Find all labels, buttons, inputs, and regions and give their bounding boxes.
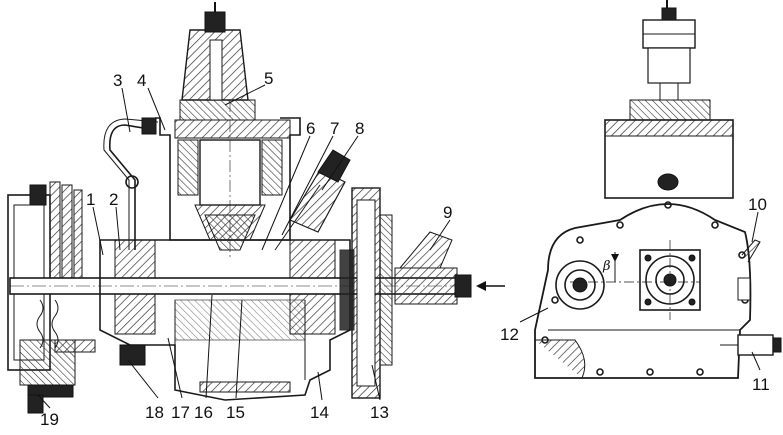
right-flange (339, 187, 393, 399)
label-7: 7 (330, 119, 339, 138)
label-12: 12 (500, 325, 519, 344)
label-17: 17 (171, 403, 190, 422)
label-2: 2 (109, 190, 118, 209)
angle-symbol: β (602, 259, 611, 274)
label-8: 8 (355, 119, 364, 138)
central-flange (570, 240, 701, 320)
label-11: 11 (752, 375, 770, 394)
label-14: 14 (310, 403, 329, 422)
label-6: 6 (306, 119, 315, 138)
label-19: 19 (40, 410, 59, 429)
bottom-connector (720, 334, 782, 356)
bottom-bracket (27, 339, 96, 414)
label-18: 18 (145, 403, 164, 422)
label-3: 3 (113, 71, 122, 90)
label-5: 5 (264, 69, 273, 88)
leader-lines (37, 84, 761, 409)
angled-fitting (274, 149, 351, 251)
top-motor (629, 0, 711, 121)
end-view: β (534, 0, 782, 379)
upper-casing (604, 119, 734, 199)
sectional-view (7, 2, 505, 414)
drive-arrow (476, 281, 505, 291)
part-labels: 1 2 3 4 5 6 7 8 9 10 11 12 13 14 15 16 1… (40, 69, 770, 429)
oil-pipe (103, 117, 159, 250)
left-bearing-boss (555, 260, 605, 310)
label-13: 13 (370, 403, 389, 422)
label-9: 9 (443, 203, 452, 222)
label-15: 15 (226, 403, 245, 422)
side-lever (737, 239, 761, 301)
label-1: 1 (86, 190, 95, 209)
label-4: 4 (137, 71, 146, 90)
vertical-column (155, 2, 301, 260)
angle-marker: β (602, 252, 619, 282)
label-10: 10 (748, 195, 767, 214)
gearbox-housing (99, 239, 351, 401)
label-16: 16 (194, 403, 213, 422)
